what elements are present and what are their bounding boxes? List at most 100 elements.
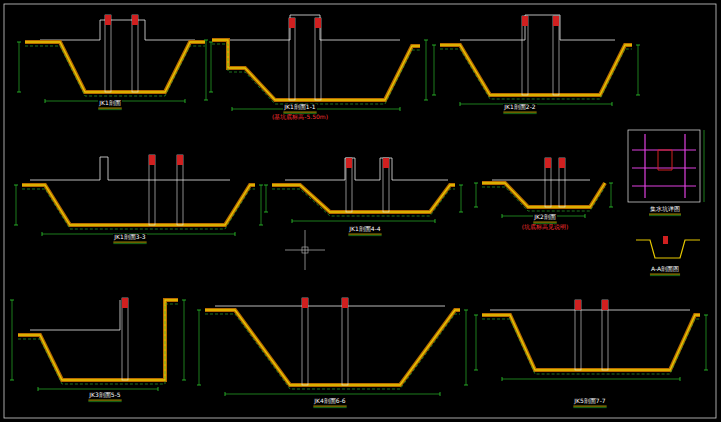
structure-outline <box>490 310 690 311</box>
dimension-tick <box>609 183 613 184</box>
dimension-tick <box>10 380 14 381</box>
column-head <box>289 18 295 28</box>
rebar-line <box>684 134 685 198</box>
section-title: JK1剖面3-3 <box>113 234 146 241</box>
dimension-line <box>476 183 477 207</box>
dimension-line <box>184 300 185 380</box>
dimension-tick <box>197 385 201 386</box>
dimension-tick <box>474 183 478 184</box>
dimension-tick <box>17 42 21 43</box>
dimension-line <box>434 45 435 95</box>
column-head <box>522 16 528 26</box>
slope-face <box>22 185 255 225</box>
title-underline <box>88 400 121 401</box>
column-outline <box>132 15 138 92</box>
column-outline <box>105 15 111 92</box>
dimension-tick <box>459 212 463 213</box>
dimension-line <box>476 315 477 370</box>
dimension-line <box>19 42 20 92</box>
dimension-tick <box>680 377 681 381</box>
slope-face <box>440 45 632 95</box>
dimension-line <box>261 185 262 225</box>
dimension-tick <box>259 185 263 186</box>
slope-lining <box>18 300 178 380</box>
dimension-tick <box>42 232 43 236</box>
structure-outline <box>285 158 448 180</box>
title-underline <box>348 234 381 235</box>
slope-face <box>205 310 460 385</box>
column-head <box>315 18 321 28</box>
dimension-tick <box>585 214 586 218</box>
column-outline <box>342 298 348 385</box>
slope-face <box>482 315 700 370</box>
dimension-tick <box>17 92 21 93</box>
title-underline <box>649 214 681 215</box>
title-underline <box>650 275 680 276</box>
dimension-line <box>38 389 158 390</box>
sheet-frame <box>4 4 716 418</box>
dimension-line <box>266 185 267 212</box>
rebar-line <box>632 167 696 168</box>
dimension-line <box>611 183 612 207</box>
column-head <box>346 158 352 168</box>
soil-nail-line <box>440 49 632 99</box>
dimension-line <box>461 185 462 212</box>
title-underline <box>88 401 121 402</box>
slope-lining <box>212 40 420 100</box>
title-underline <box>113 243 146 244</box>
pit-section <box>474 300 708 381</box>
soil-nail-line <box>205 314 460 389</box>
dimension-tick <box>459 185 463 186</box>
dimension-line <box>638 45 639 95</box>
soil-nail-line <box>482 319 700 374</box>
dimension-tick <box>400 107 401 111</box>
dimension-tick <box>636 95 640 96</box>
section-title: JK1剖面2-2 <box>503 104 536 111</box>
dimension-tick <box>502 214 503 218</box>
cad-cursor <box>285 230 325 270</box>
column-outline <box>177 155 183 225</box>
pit-section <box>14 155 263 236</box>
dimension-tick <box>158 387 159 391</box>
dimension-tick <box>460 102 461 106</box>
column-outline <box>522 16 528 95</box>
sump-detail <box>628 130 704 202</box>
dimension-tick <box>204 40 208 41</box>
column-head <box>575 300 581 310</box>
dimension-tick <box>235 232 236 236</box>
note-text: (坑底标高见说明) <box>521 224 570 231</box>
dimension-line <box>706 315 707 370</box>
note-text: (基坑底标高-5.50m) <box>271 114 329 121</box>
dimension-tick <box>704 315 708 316</box>
dimension-tick <box>204 100 208 101</box>
detail-title: 集水坑详图 <box>649 206 681 213</box>
cursor-box <box>302 247 308 253</box>
dimension-tick <box>432 95 436 96</box>
column-head <box>663 236 668 244</box>
column-outline <box>559 158 565 207</box>
dimension-line <box>466 310 467 385</box>
structure-outline <box>30 157 230 180</box>
title-underline <box>533 222 557 223</box>
column-head <box>149 155 155 165</box>
sump-outline <box>658 150 672 170</box>
column-outline <box>575 300 581 370</box>
dimension-tick <box>474 370 478 371</box>
section-title: JK2剖面 <box>533 214 557 221</box>
dimension-tick <box>264 212 268 213</box>
dimension-tick <box>435 219 436 223</box>
title-underline <box>113 242 146 243</box>
dimension-tick <box>182 300 186 301</box>
slope-lining <box>482 315 700 370</box>
title-underline <box>573 407 606 408</box>
column-head <box>383 158 389 168</box>
aa-section <box>636 236 700 258</box>
structure-outline <box>30 300 120 330</box>
soil-nail-line <box>212 44 420 104</box>
column-outline <box>346 158 352 212</box>
dimension-line <box>502 379 680 380</box>
title-underline <box>313 407 346 408</box>
section-title: JK1剖面4-4 <box>348 226 381 233</box>
